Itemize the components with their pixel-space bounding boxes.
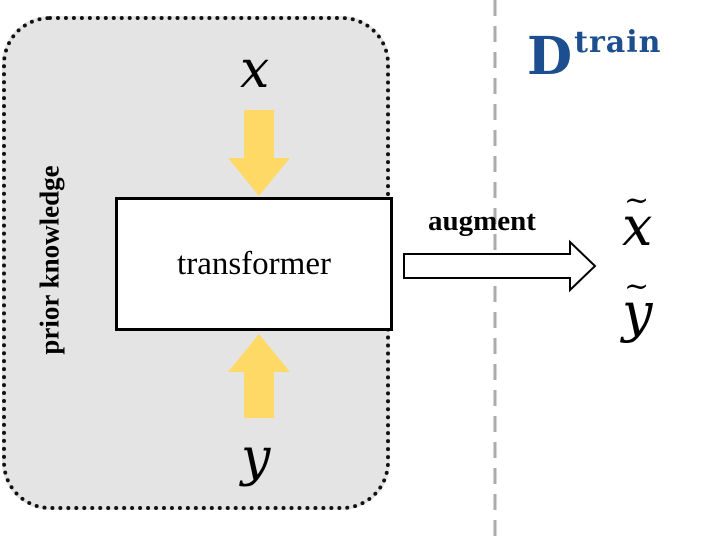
augmented-y-symbol: ~ y [622, 272, 653, 340]
y-tilde-mark: ~ [624, 269, 650, 304]
dataset-symbol: D [527, 26, 573, 87]
augment-label: augment [428, 205, 536, 237]
input-x-arrow [228, 110, 290, 196]
augmented-x-symbol: ~ x [622, 186, 652, 254]
transformer-block: transformer [115, 197, 393, 331]
prior-knowledge-label: prior knowledge [34, 165, 65, 355]
augment-arrow [403, 239, 597, 293]
input-y-symbol: y [241, 428, 271, 488]
augmented-x-letter: x [622, 195, 653, 258]
dataset-superscript: train [574, 25, 662, 60]
augmented-y-letter: y [622, 281, 653, 344]
input-y-arrow [228, 334, 290, 418]
transformer-label: transformer [177, 245, 331, 282]
input-x-symbol: x [240, 40, 270, 100]
x-tilde-mark: ~ [624, 183, 650, 218]
dataset-train-label: Dtrain [527, 25, 662, 87]
